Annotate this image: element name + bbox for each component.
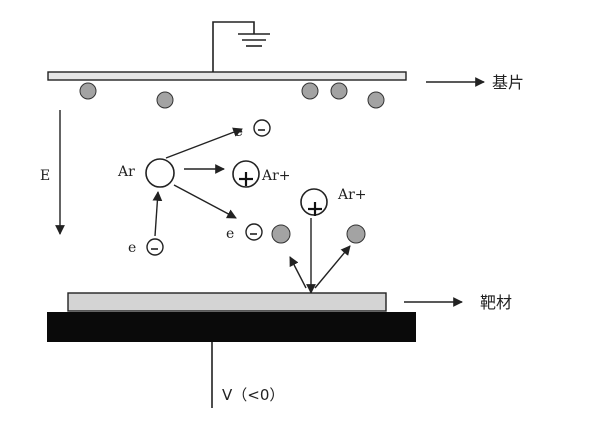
electron-incoming [146, 238, 164, 256]
argon-ion-middle-label: Ar+ [261, 168, 291, 184]
deposited-atom [301, 82, 319, 100]
deposited-atom [79, 82, 97, 100]
electron-lower-label: e [226, 226, 234, 242]
target-plate [67, 292, 387, 312]
argon-label: Ar [117, 164, 135, 180]
argon-ion-right-label: Ar+ [337, 187, 367, 203]
electron-incoming-label: e [128, 240, 136, 256]
ground-symbol-icon [212, 21, 270, 72]
deposited-atoms [79, 82, 385, 109]
deposited-atom [330, 82, 348, 100]
electron-emission-arrow [165, 127, 243, 159]
sputter-arrow-right [314, 245, 351, 289]
plus-icon [239, 172, 253, 186]
electron-scatter-arrow [173, 184, 237, 219]
target-label: 靶材 [480, 293, 512, 312]
electron-top [253, 119, 271, 137]
plus-icon [308, 202, 322, 216]
substrate-plate [47, 71, 407, 81]
electron-lower [245, 223, 263, 241]
argon-atom [145, 158, 175, 188]
voltage-label: V（<0） [222, 386, 284, 404]
electron-collision-arrow [152, 191, 163, 237]
cathode-plate [47, 312, 416, 342]
sputtered-atom-left [271, 224, 291, 244]
substrate-label: 基片 [492, 73, 524, 92]
electron-top-label: e [234, 124, 243, 140]
sputtered-atom-right [346, 224, 366, 244]
deposited-atom [367, 91, 385, 109]
sputter-arrow-left [289, 256, 307, 289]
deposited-atom [156, 91, 174, 109]
electric-field-label: E [40, 168, 50, 184]
